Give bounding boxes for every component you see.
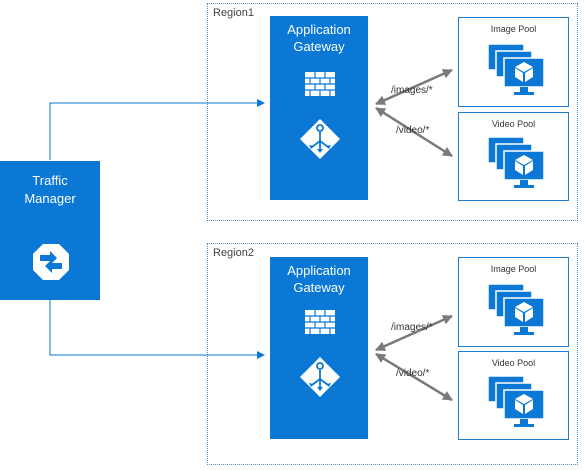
traffic-manager-icon: [33, 244, 69, 280]
traffic-manager-title-line2: Manager: [24, 191, 76, 206]
vm-scale-set-icon: [487, 283, 545, 335]
firewall-icon: [305, 310, 335, 334]
traffic-manager: Traffic Manager: [0, 161, 100, 300]
vm-scale-set-icon: [487, 375, 545, 427]
route-label-video: /video/*: [396, 125, 430, 136]
pool-label: Video Pool: [491, 358, 536, 368]
video-pool-region1: Video Pool: [458, 112, 569, 201]
pool-label: Video Pool: [491, 119, 536, 129]
gateway-title-line2: Gateway: [293, 280, 345, 295]
route-label-images: /images/*: [391, 322, 433, 333]
region-label: Region2: [213, 247, 254, 259]
url-routing-icon: [300, 119, 340, 159]
image-pool-region2: Image Pool: [458, 257, 569, 347]
region-2: Region2: [207, 243, 578, 465]
application-gateway-region1: Application Gateway: [270, 16, 368, 200]
gateway-title-line1: Application: [287, 22, 351, 37]
r1-images-arrow: [375, 68, 453, 106]
gateway-title: Application Gateway: [270, 262, 368, 296]
vm-scale-set-icon: [487, 43, 545, 95]
region-1: Region1: [207, 3, 578, 221]
application-gateway-region2: Application Gateway: [270, 257, 368, 439]
tm-to-region2-connector: [49, 300, 265, 359]
traffic-manager-title-line1: Traffic: [32, 173, 68, 188]
vm-scale-set-icon: [487, 136, 545, 188]
gateway-title-line1: Application: [287, 263, 351, 278]
video-pool-region2: Video Pool: [458, 351, 569, 440]
r2-images-arrow: [375, 314, 453, 352]
url-routing-icon: [300, 357, 340, 397]
gateway-title: Application Gateway: [270, 21, 368, 55]
r2-video-arrow: [375, 352, 453, 402]
region-label: Region1: [213, 7, 254, 19]
route-label-video: /video/*: [396, 368, 430, 379]
route-label-images: /images/*: [391, 85, 433, 96]
gateway-title-line2: Gateway: [293, 39, 345, 54]
traffic-manager-title: Traffic Manager: [0, 172, 100, 208]
image-pool-region1: Image Pool: [458, 17, 569, 107]
firewall-icon: [305, 72, 335, 96]
pool-label: Image Pool: [490, 24, 537, 34]
pool-label: Image Pool: [490, 264, 537, 274]
r1-video-arrow: [375, 106, 453, 158]
tm-to-region1-connector: [49, 99, 265, 160]
